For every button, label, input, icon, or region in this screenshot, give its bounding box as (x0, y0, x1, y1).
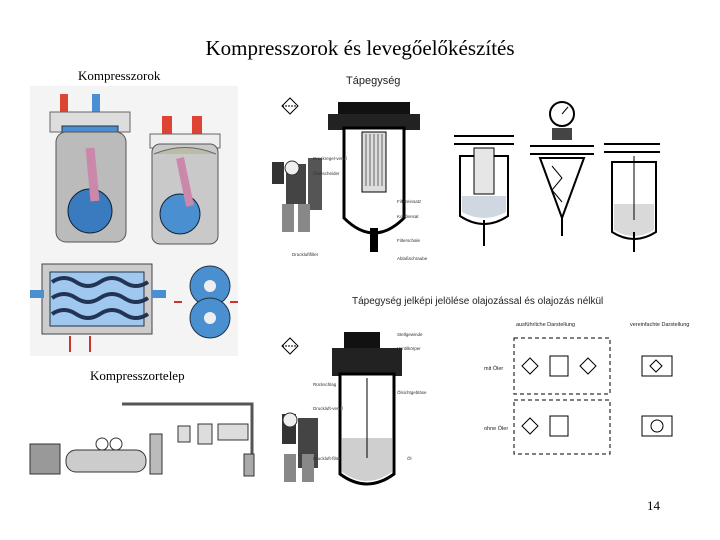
regulator-sketch-icon (530, 101, 594, 236)
filter-sketch-icon (454, 135, 514, 246)
callout-5: Filterschale (397, 238, 421, 243)
compressor-plant-illustration (22, 384, 262, 484)
symbol-callout-4: Ölsichtgebläse (397, 390, 427, 395)
callout-2: Ölabscheider (313, 171, 340, 176)
symbol-row1-label: mit Öler (484, 366, 504, 372)
symbol-header-simplified: vereinfachte Darstellung (630, 322, 690, 328)
symbol-callout-3: Rückschlag (313, 382, 337, 387)
symbol-table (510, 334, 690, 458)
symbol-header-detailed: ausführliche Darstellung (516, 322, 576, 328)
frl-sketches (448, 96, 664, 262)
symbols-illustration (262, 318, 442, 496)
piston-compressor-2-icon (149, 116, 221, 245)
compressors-label: Kompresszorok (78, 68, 161, 83)
screw-compressor-icon (30, 263, 166, 352)
callout-3: Filtereinsatz (397, 199, 422, 204)
service-unit-symbols-label: Tápegység jelképi jelölése olajozással é… (352, 296, 604, 307)
service-unit-illustration (262, 92, 440, 270)
piston-compressor-icon (49, 94, 131, 243)
callout-4: Kondensat (397, 214, 419, 219)
symbol-callout-1: Stellgewinde (397, 332, 423, 337)
symbol-callout-5: Druckluft-ventil (313, 406, 343, 411)
callout-1: Druckregel-ventil (313, 156, 347, 161)
rotary-compressor-icon (174, 265, 238, 339)
symbol-callout-6: Druckluft-filter (313, 456, 341, 461)
compressors-illustration (30, 86, 238, 356)
slide-title: Kompresszorok és levegőelőkészítés (205, 36, 515, 60)
page-number: 14 (647, 498, 660, 513)
callout-7: Ablaßschraube (397, 256, 428, 261)
symbol-callout-7: Öl (407, 456, 412, 461)
service-unit-label: Tápegység (346, 75, 401, 87)
symbol-callout-2: Ventilkörper (397, 346, 421, 351)
callout-6: Druckluftfilter (292, 252, 319, 257)
compressor-plant-label: Kompresszortelep (90, 368, 185, 383)
lubricator-sketch-icon (604, 143, 660, 252)
symbol-row2-label: ohne Öler (484, 426, 509, 432)
